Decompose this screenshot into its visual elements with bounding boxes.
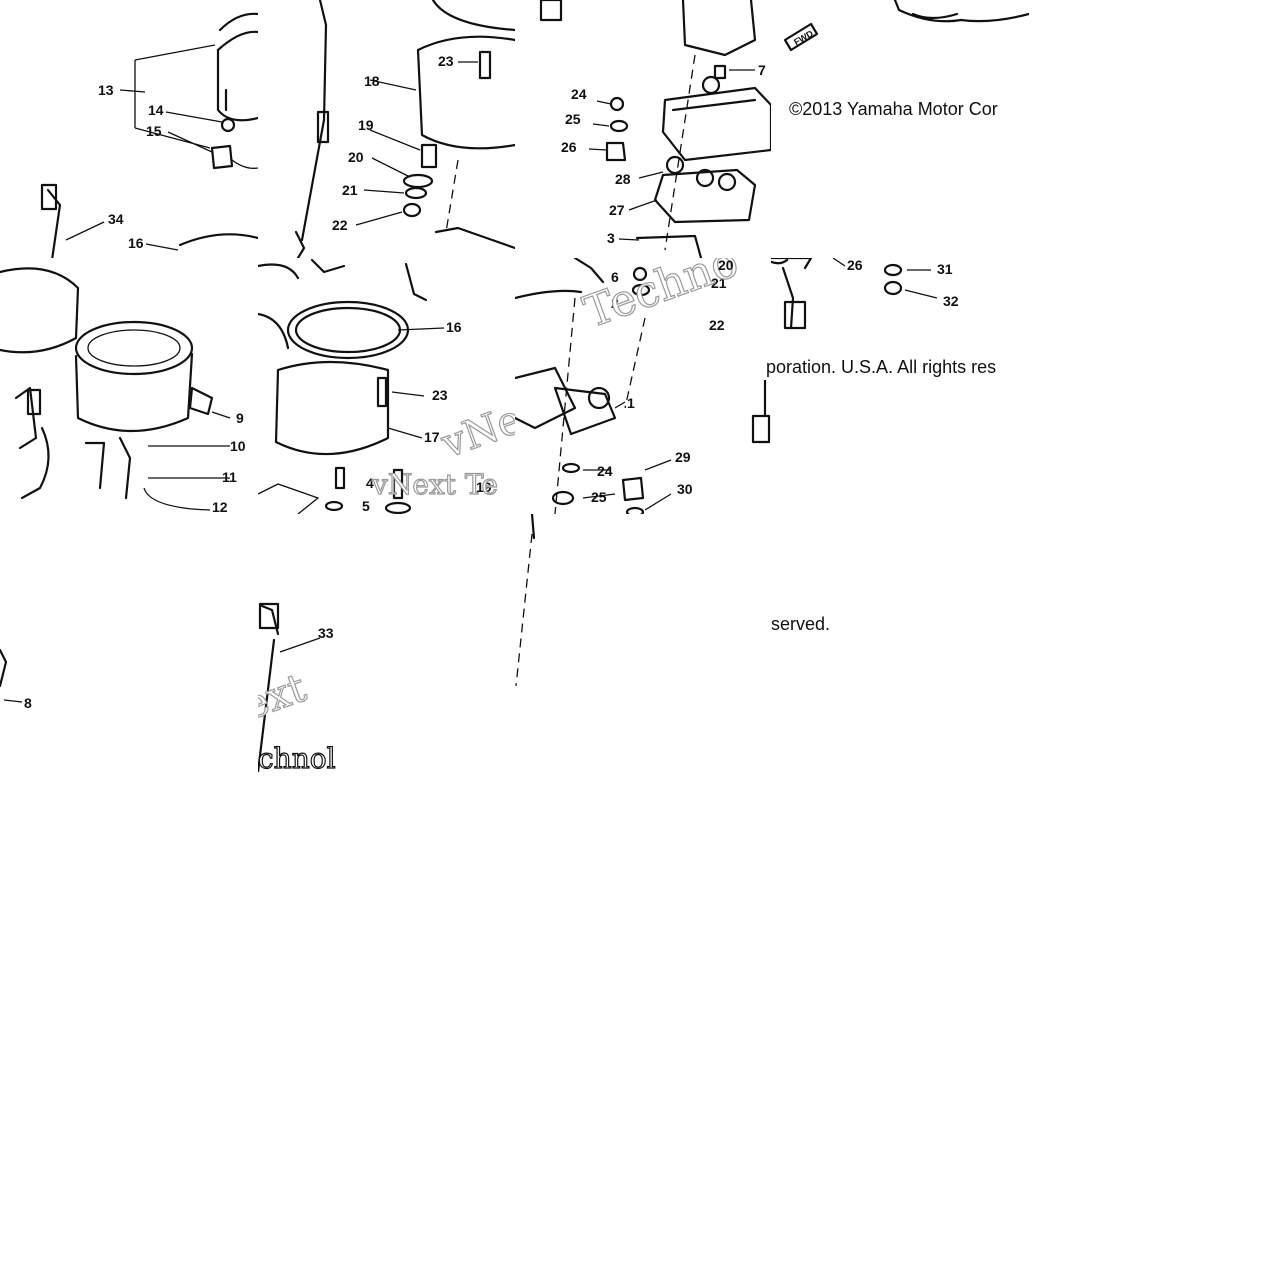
callout-25: 25 bbox=[565, 111, 581, 127]
callout-23: 23 bbox=[438, 53, 454, 69]
diagram-tile-bottom-left: 8 bbox=[0, 514, 258, 710]
diagram-tile-mid-left: 9 10 11 12 bbox=[0, 258, 258, 514]
callout-14: 14 bbox=[148, 102, 164, 118]
callout-31: 31 bbox=[937, 261, 953, 277]
fwd-label: FWD bbox=[792, 28, 815, 47]
watermark-d: ext bbox=[258, 665, 312, 730]
callout-24b: 24 bbox=[597, 463, 613, 479]
callout-18: 18 bbox=[364, 73, 380, 89]
callout-21b: 21 bbox=[711, 275, 727, 291]
callout-33: 33 bbox=[318, 625, 334, 641]
copyright-line-middle: poration. U.S.A. All rights res bbox=[766, 357, 997, 377]
callout-23b: 23 bbox=[432, 387, 448, 403]
callout-19: 19 bbox=[358, 117, 374, 133]
callout-29: 29 bbox=[675, 449, 691, 465]
diagram-tile-top-far-right: FWD bbox=[771, 0, 1029, 60]
callout-24: 24 bbox=[571, 86, 587, 102]
callout-25b: 25 bbox=[591, 489, 607, 505]
callout-6: 6 bbox=[611, 269, 619, 285]
diagram-tile-bottom-middle: 33 ext chnol bbox=[258, 514, 344, 772]
callout-10: 10 bbox=[230, 438, 246, 454]
callout-19b: 19 bbox=[476, 479, 492, 495]
callout-20: 20 bbox=[348, 149, 364, 165]
callout-1: 1 bbox=[627, 395, 635, 411]
callout-13: 13 bbox=[98, 82, 114, 98]
diagram-tile-top-middle: 18 23 19 20 21 22 bbox=[258, 0, 515, 258]
callout-34: 34 bbox=[108, 211, 124, 227]
callout-21: 21 bbox=[342, 182, 358, 198]
diagram-tile-right-cable bbox=[745, 380, 785, 450]
svg-text:20: 20 bbox=[718, 257, 734, 273]
diagram-tile-top-left: 13 14 15 34 16 bbox=[0, 0, 258, 258]
diagram-tile-mid-middle: 16 23 17 4 5 19 vNext Te vNext bbox=[258, 258, 515, 514]
callout-20b-fragment: 20 bbox=[718, 257, 734, 273]
callout-27: 27 bbox=[609, 202, 625, 218]
callout-16: 16 bbox=[128, 235, 144, 251]
callout-26b: 26 bbox=[847, 258, 863, 273]
callout-26: 26 bbox=[561, 139, 577, 155]
diagram-tile-right-strip: 26 31 32 bbox=[771, 258, 1029, 338]
callout-8: 8 bbox=[24, 695, 32, 710]
callout-22b: 22 bbox=[709, 317, 725, 333]
diagram-tile-bottom-right bbox=[514, 514, 544, 686]
callout-3: 3 bbox=[607, 230, 615, 246]
watermark-c: vNext Te bbox=[371, 468, 498, 501]
callout-7: 7 bbox=[758, 62, 766, 78]
diagram-tile-mid-right: 6 2 21 22 1 24 25 29 30 Techno bbox=[515, 258, 771, 514]
callout-15: 15 bbox=[146, 123, 162, 139]
callout-17: 17 bbox=[424, 429, 440, 445]
callout-16b: 16 bbox=[446, 319, 462, 335]
callout-4: 4 bbox=[366, 475, 374, 491]
copyright-line-bottom: served. bbox=[771, 614, 831, 634]
watermark-e: chnol bbox=[258, 742, 336, 772]
callout-11: 11 bbox=[222, 469, 237, 485]
callout-2: 2 bbox=[611, 295, 619, 311]
callout-22: 22 bbox=[332, 217, 348, 233]
copyright-line-top: ©2013 Yamaha Motor Cor bbox=[789, 99, 998, 119]
callout-30: 30 bbox=[677, 481, 693, 497]
callout-32: 32 bbox=[943, 293, 959, 309]
gauge-housing-drawing bbox=[40, 12, 258, 258]
callout-9: 9 bbox=[236, 410, 244, 426]
callout-28: 28 bbox=[615, 171, 631, 187]
callout-5: 5 bbox=[362, 498, 370, 514]
callout-12: 12 bbox=[212, 499, 228, 514]
diagram-tile-top-right: 7 24 25 26 28 27 3 bbox=[515, 0, 771, 258]
